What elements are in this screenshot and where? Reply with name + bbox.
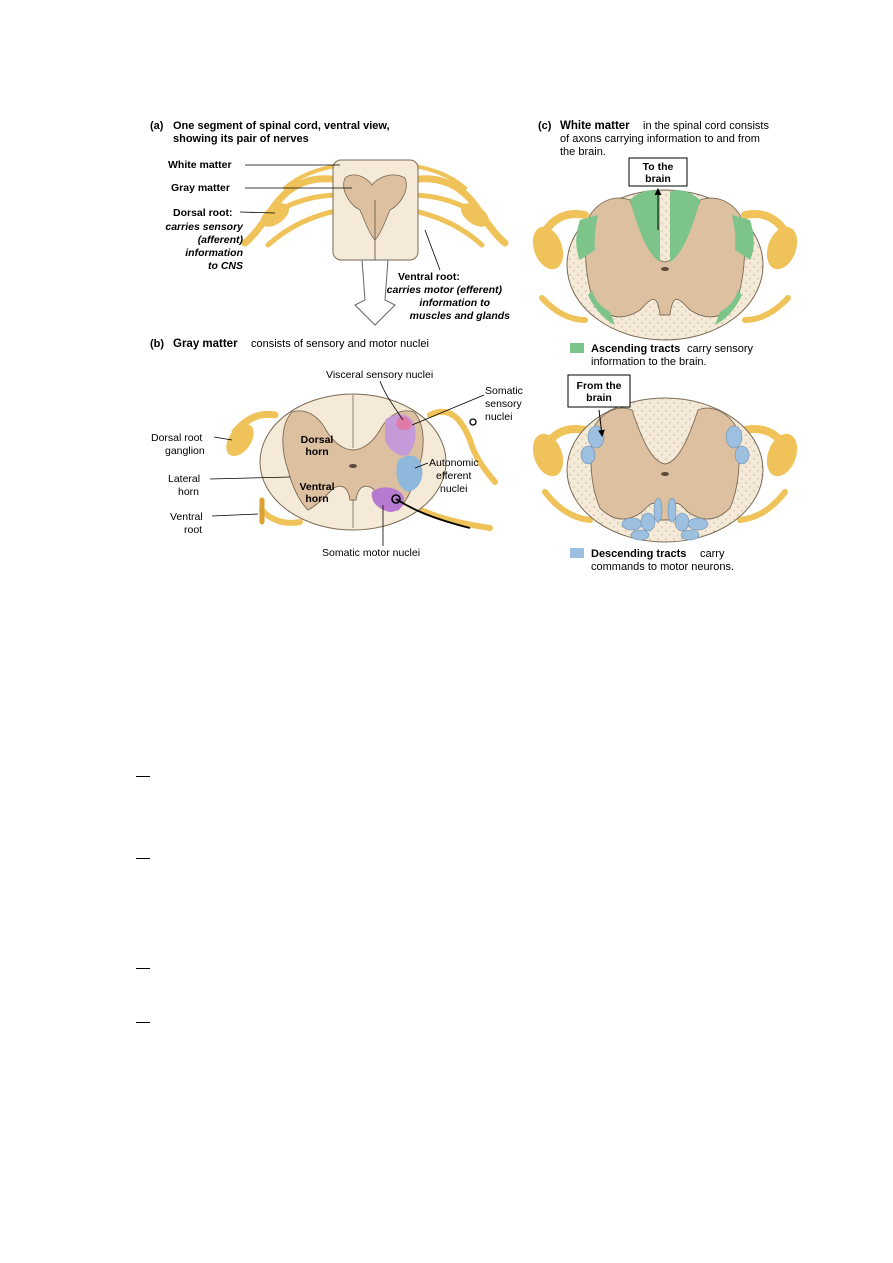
label-somatic-sensory-1: Somatic [485, 385, 523, 397]
ventral-desc-line1: carries motor (efferent) [387, 284, 503, 296]
autonomic-efferent-nuclei [396, 455, 423, 492]
label-somatic-motor: Somatic motor nuclei [322, 547, 420, 559]
dorsal-desc-line3: information [185, 247, 243, 259]
dorsal-desc-line1: carries sensory [165, 221, 244, 233]
label-somatic-sensory-2: sensory [485, 398, 523, 410]
panel-a-letter: (a) [150, 120, 164, 132]
panel-a-caption-line1: One segment of spinal cord, ventral view… [173, 120, 390, 132]
panel-c-caption-line3: the brain. [560, 146, 606, 158]
panel-c-caption-rest1: in the spinal cord consists [643, 120, 769, 132]
label-visceral-sensory: Visceral sensory nuclei [326, 369, 433, 381]
box-to-brain [628, 157, 688, 187]
list-dash-3 [136, 968, 150, 969]
ascending-tract-dorsal-left [630, 190, 660, 262]
box-from-brain-2: brain [586, 392, 612, 404]
list-dash-2 [136, 858, 150, 859]
box-from-brain [567, 374, 631, 408]
ventral-desc-line3: muscles and glands [410, 310, 511, 322]
visceral-sensory-nuclei [396, 416, 412, 431]
label-somatic-sensory-3: nuclei [485, 411, 512, 423]
panel-b-letter: (b) [150, 338, 164, 350]
dorsal-desc-line2: (afferent) [198, 234, 244, 246]
label-dorsal-root-ganglion-1: Dorsal root [151, 432, 202, 444]
ascending-tract-dorsal-right [670, 190, 700, 262]
panel-c-letter: (c) [538, 120, 552, 132]
list-dash-1 [136, 776, 150, 777]
box-from-brain-1: From the [577, 380, 622, 392]
panel-b-caption-bold: Gray matter [173, 338, 238, 350]
panel-c-caption-bold: White matter [560, 120, 630, 132]
legend-ascending-rest1: carry sensory [687, 343, 754, 355]
label-autonomic-3: nuclei [440, 483, 467, 495]
panel-a-caption-line2: showing its pair of nerves [173, 133, 309, 145]
label-autonomic-2: efferent [436, 470, 471, 482]
panel-c: (c) White matter in the spinal cord cons… [532, 120, 798, 573]
panel-b: (b) Gray matter consists of sensory and … [150, 338, 523, 559]
ganglion-a-left [260, 203, 290, 227]
dorsal-desc-line4: to CNS [208, 260, 243, 272]
legend-descending-swatch [570, 548, 584, 558]
label-white-matter: White matter [168, 159, 232, 171]
label-dorsal-horn-2: horn [305, 446, 328, 458]
expand-arrow [354, 259, 396, 326]
ganglion-a-right [460, 203, 490, 227]
panel-a: (a) One segment of spinal cord, ventral … [150, 120, 511, 326]
ventral-desc-line2: information to [419, 297, 490, 309]
label-lateral-horn-2: horn [178, 486, 199, 498]
descending-tracts [580, 425, 750, 541]
legend-ascending-swatch [570, 343, 584, 353]
list-dash-4 [136, 1022, 150, 1023]
label-gray-matter: Gray matter [171, 182, 230, 194]
label-ventral-horn-2: horn [305, 493, 328, 505]
box-to-brain-2: brain [645, 173, 671, 185]
label-dorsal-horn-1: Dorsal [301, 434, 334, 446]
label-ventral-root-b-1: Ventral [170, 511, 203, 523]
legend-descending-line2: commands to motor neurons. [591, 561, 734, 573]
somatic-motor-nuclei [371, 487, 405, 512]
label-dorsal-root-ganglion-2: ganglion [165, 445, 205, 457]
legend-ascending-line2: information to the brain. [591, 356, 707, 368]
label-lateral-horn-1: Lateral [168, 473, 200, 485]
legend-descending-bold: Descending tracts [591, 548, 686, 560]
label-dorsal-root-a: Dorsal root: [173, 207, 233, 219]
legend-ascending-bold: Ascending tracts [591, 343, 680, 355]
label-ventral-horn-1: Ventral [299, 481, 334, 493]
panel-b-caption-rest: consists of sensory and motor nuclei [251, 338, 429, 350]
label-ventral-root-a: Ventral root: [398, 271, 460, 283]
spinal-cord-figure: (a) One segment of spinal cord, ventral … [150, 120, 798, 573]
legend-descending-rest1: carry [700, 548, 725, 560]
label-autonomic-1: Autonomic [429, 457, 479, 469]
label-ventral-root-b-2: root [184, 524, 202, 536]
box-to-brain-1: To the [643, 161, 674, 173]
panel-c-caption-line2: of axons carrying information to and fro… [560, 133, 760, 145]
dorsal-root-ganglion-b [226, 423, 254, 457]
